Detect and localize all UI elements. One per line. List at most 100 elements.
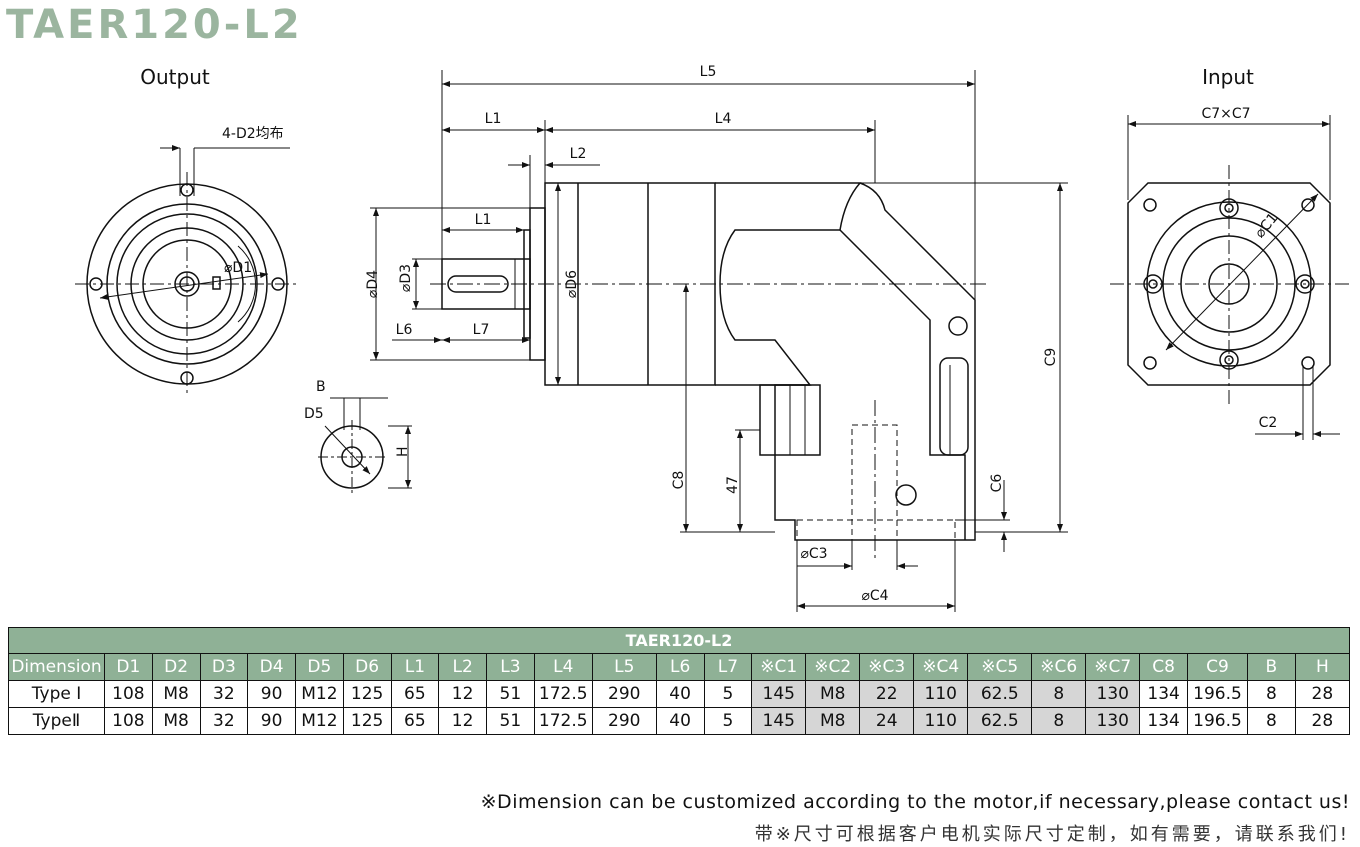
dim-d6: ⌀D6 bbox=[564, 270, 580, 298]
table-header-cell: C8 bbox=[1139, 653, 1188, 681]
table-cell: 28 bbox=[1294, 707, 1351, 735]
table-cell: 172.5 bbox=[533, 707, 593, 735]
table-header-cell: D1 bbox=[104, 653, 153, 681]
table-caption-row: TAER120-L2 bbox=[8, 627, 1350, 654]
table-cell: 90 bbox=[247, 707, 296, 735]
table-cell: 40 bbox=[655, 707, 705, 735]
table-caption: TAER120-L2 bbox=[8, 627, 1350, 654]
table-cell: 8 bbox=[1031, 680, 1087, 708]
table-cell: 196.5 bbox=[1187, 680, 1248, 708]
table-header-cell: ※C2 bbox=[805, 653, 861, 681]
table-header-cell: ※C3 bbox=[859, 653, 915, 681]
table-cell: 12 bbox=[438, 680, 487, 708]
table-cell: M12 bbox=[295, 707, 344, 735]
technical-drawing: Output 4-D2均布 ⌀D1 B D5 H bbox=[75, 64, 1350, 612]
table-header-cell: ※C4 bbox=[913, 653, 969, 681]
table-cell: 65 bbox=[390, 707, 440, 735]
table-cell: M8 bbox=[805, 680, 861, 708]
table-cell: 32 bbox=[199, 680, 249, 708]
output-view: Output bbox=[75, 65, 300, 396]
note-english: ※Dimension can be customized according t… bbox=[480, 791, 1350, 813]
dim-c2: C2 bbox=[1259, 415, 1278, 431]
table-cell: 290 bbox=[591, 707, 657, 735]
table-cell: 196.5 bbox=[1187, 707, 1248, 735]
dim-l7: L7 bbox=[473, 322, 490, 338]
table-header-cell: L2 bbox=[438, 653, 487, 681]
table-header-cell: ※C5 bbox=[967, 653, 1033, 681]
output-label: Output bbox=[140, 65, 210, 89]
table-cell: 290 bbox=[591, 680, 657, 708]
table-cell: 32 bbox=[199, 707, 249, 735]
dim-c4: ⌀C4 bbox=[861, 588, 888, 604]
key-b-label: B bbox=[316, 379, 326, 395]
table-cell: 90 bbox=[247, 680, 296, 708]
table-cell: 51 bbox=[486, 707, 535, 735]
dim-l5: L5 bbox=[700, 64, 717, 80]
table-cell: M8 bbox=[805, 707, 861, 735]
key-h-label: H bbox=[395, 446, 411, 457]
table-cell: 125 bbox=[342, 707, 392, 735]
table-cell: M8 bbox=[151, 707, 201, 735]
table-cell: 62.5 bbox=[967, 680, 1033, 708]
table-cell: M12 bbox=[295, 680, 344, 708]
table-header-cell: L7 bbox=[703, 653, 753, 681]
table-cell: 130 bbox=[1085, 680, 1141, 708]
table-cell: 145 bbox=[751, 680, 807, 708]
dim-c3: ⌀C3 bbox=[800, 546, 827, 562]
dim-l1-top: L1 bbox=[485, 111, 502, 127]
dim-c6: C6 bbox=[989, 474, 1005, 493]
table-header-cell: ※C1 bbox=[751, 653, 807, 681]
dim-c7: C7×C7 bbox=[1201, 106, 1250, 122]
table-header-cell: L5 bbox=[591, 653, 657, 681]
table-cell: 22 bbox=[859, 680, 915, 708]
table-cell: 62.5 bbox=[967, 707, 1033, 735]
dim-l4: L4 bbox=[715, 111, 732, 127]
dim-l1-shaft: L1 bbox=[475, 212, 492, 228]
table-header-cell: ※C6 bbox=[1031, 653, 1087, 681]
table-cell: 145 bbox=[751, 707, 807, 735]
table-cell: 134 bbox=[1139, 707, 1188, 735]
table-cell: M8 bbox=[151, 680, 201, 708]
note-chinese: 带※尺寸可根据客户电机实际尺寸定制，如有需要，请联系我们! bbox=[754, 824, 1350, 845]
table-cell: 5 bbox=[703, 707, 753, 735]
table-header-cell: D6 bbox=[342, 653, 392, 681]
table-cell: 108 bbox=[104, 707, 153, 735]
product-title: TAER120-L2 bbox=[6, 2, 303, 48]
dim-c8: C8 bbox=[671, 471, 687, 490]
dim-d4: ⌀D4 bbox=[365, 270, 381, 298]
dim-c9: C9 bbox=[1043, 348, 1059, 367]
table-cell: TypeⅡ bbox=[8, 707, 105, 735]
table-header-cell: D4 bbox=[247, 653, 296, 681]
table-header-cell: Dimension bbox=[8, 653, 105, 681]
table-cell: 40 bbox=[655, 680, 705, 708]
table-header-cell: D2 bbox=[151, 653, 201, 681]
table-cell: 8 bbox=[1247, 707, 1296, 735]
table-cell: 110 bbox=[913, 680, 969, 708]
table-cell: 28 bbox=[1294, 680, 1351, 708]
dim-47: 47 bbox=[725, 476, 741, 494]
table-cell: 8 bbox=[1031, 707, 1087, 735]
table-header-cell: L6 bbox=[655, 653, 705, 681]
table-header-cell: L3 bbox=[486, 653, 535, 681]
output-note: 4-D2均布 bbox=[222, 126, 284, 142]
table-cell: 125 bbox=[342, 680, 392, 708]
input-view bbox=[1110, 115, 1350, 440]
table-header-cell: ※C7 bbox=[1085, 653, 1141, 681]
output-dia-label: ⌀D1 bbox=[224, 260, 252, 276]
key-d5-label: D5 bbox=[304, 406, 324, 422]
table-cell: 134 bbox=[1139, 680, 1188, 708]
table-cell: Type Ⅰ bbox=[8, 680, 105, 708]
table-cell: 110 bbox=[913, 707, 969, 735]
table-header-cell: D3 bbox=[199, 653, 249, 681]
table-cell: 130 bbox=[1085, 707, 1141, 735]
table-cell: 172.5 bbox=[533, 680, 593, 708]
table-header-cell: C9 bbox=[1187, 653, 1248, 681]
table-header-cell: L4 bbox=[533, 653, 593, 681]
table-cell: 5 bbox=[703, 680, 753, 708]
table-cell: 8 bbox=[1247, 680, 1296, 708]
table-cell: 12 bbox=[438, 707, 487, 735]
table-header-cell: H bbox=[1294, 653, 1351, 681]
table-header-cell: B bbox=[1247, 653, 1296, 681]
